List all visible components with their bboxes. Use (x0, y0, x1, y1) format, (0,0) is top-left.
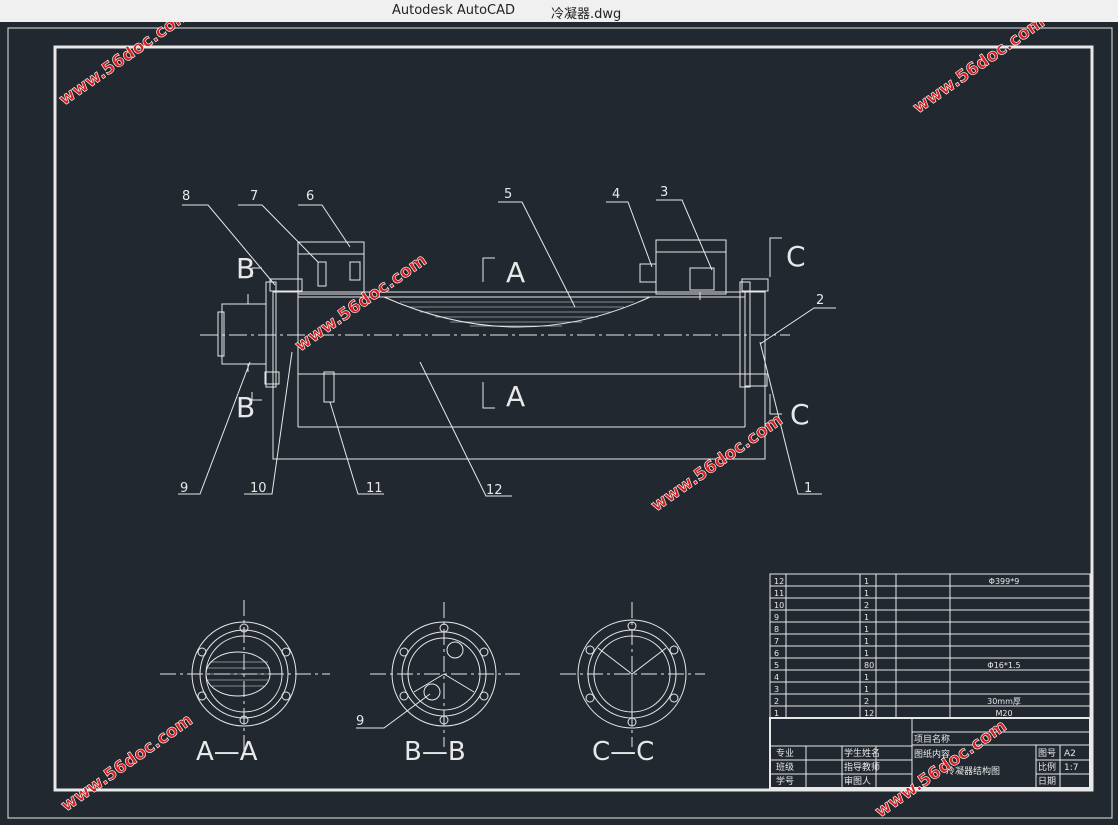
section-mark-b-top: B (236, 252, 255, 285)
parts-row-no: 11 (774, 589, 784, 598)
balloon-10: 10 (250, 481, 267, 496)
parts-row-qty: 1 (864, 685, 869, 694)
title-bar: Autodesk AutoCAD 冷凝器.dwg (0, 0, 1118, 23)
parts-row-no: 1 (774, 709, 779, 718)
parts-row-qty: 1 (864, 577, 869, 586)
parts-row-qty: 1 (864, 613, 869, 622)
watermark: www.56doc.com (55, 22, 194, 110)
drawing-canvas[interactable]: 8 7 6 5 4 3 2 1 9 10 11 12 9 A A B B C C… (0, 4, 1118, 822)
main-elevation-view (200, 239, 790, 460)
balloon-3: 3 (660, 185, 668, 200)
parts-row-no: 7 (774, 637, 779, 646)
section-cut-marks (251, 237, 782, 415)
parts-row-qty: 1 (864, 649, 869, 658)
balloon-1: 1 (804, 481, 812, 496)
scale-label: 比例 (1038, 761, 1056, 773)
parts-row-spec: 30mm厚 (987, 697, 1021, 706)
section-mark-c-top: C (786, 240, 806, 273)
parts-row-no: 8 (774, 625, 779, 634)
student-name-label: 学生姓名 (844, 747, 880, 759)
parts-row-qty: 1 (864, 637, 869, 646)
project-name-label: 项目名称 (914, 733, 950, 745)
section-label-b-b: B—B (404, 737, 466, 767)
parts-row-spec: Φ399*9 (989, 577, 1020, 586)
parts-row-no: 12 (774, 577, 784, 586)
app-title: Autodesk AutoCAD (392, 3, 516, 18)
reviewer-label: 审图人 (844, 775, 871, 787)
parts-row-qty: 80 (864, 661, 874, 670)
balloon-2: 2 (816, 293, 824, 308)
parts-row-no: 6 (774, 649, 779, 658)
watermark: www.56doc.com (909, 22, 1048, 118)
balloon-9: 9 (180, 481, 188, 496)
balloon-12: 12 (486, 483, 503, 498)
student-no-label: 学号 (776, 775, 794, 787)
watermark: www.56doc.com (291, 250, 430, 356)
leader-lines (178, 199, 836, 497)
section-mark-c-bottom: C (790, 398, 810, 431)
parts-row-qty: 1 (864, 673, 869, 682)
parts-row-no: 2 (774, 697, 779, 706)
major-label: 专业 (776, 747, 794, 759)
parts-row-spec: M20 (995, 709, 1012, 718)
cad-drawing[interactable]: 8 7 6 5 4 3 2 1 9 10 11 12 9 A A B B C C… (0, 4, 1118, 822)
watermark: www.56doc.com (647, 410, 786, 516)
section-label-a-a: A—A (196, 737, 258, 767)
parts-row-no: 4 (774, 673, 779, 682)
balloon-8: 8 (182, 189, 190, 204)
section-mark-a-top: A (506, 256, 525, 289)
sheet-label: 图号 (1038, 748, 1056, 759)
section-label-c-c: C—C (592, 737, 654, 767)
parts-row-qty: 1 (864, 589, 869, 598)
section-a-a (160, 600, 330, 750)
class-label: 班级 (776, 761, 794, 773)
parts-row-spec: Φ16*1.5 (987, 661, 1020, 670)
parts-list-grid (769, 573, 1091, 719)
balloon-6: 6 (306, 189, 314, 204)
parts-row-qty: 2 (864, 601, 869, 610)
section-b-b (356, 602, 520, 747)
drawing-title: 冷凝器结构图 (946, 765, 1000, 777)
parts-row-no: 3 (774, 685, 779, 694)
parts-row-qty: 2 (864, 697, 869, 706)
outer-border (7, 27, 1113, 819)
balloon-4: 4 (612, 187, 620, 202)
parts-row-no: 10 (774, 601, 784, 610)
sheet-value: A2 (1064, 749, 1076, 759)
parts-row-no: 5 (774, 661, 779, 670)
date-label: 日期 (1038, 776, 1056, 787)
section-mark-b-bottom: B (236, 391, 255, 424)
balloon-11: 11 (366, 481, 383, 496)
advisor-label: 指导教师 (844, 761, 880, 773)
section-c-c (560, 602, 705, 747)
title-block-grid (769, 717, 1091, 789)
parts-row-no: 9 (774, 613, 779, 622)
section-mark-a-bottom: A (506, 380, 525, 413)
inner-border (53, 45, 1094, 792)
watermark: www.56doc.com (57, 710, 196, 816)
scale-value: 1:7 (1064, 763, 1078, 773)
file-name: 冷凝器.dwg (551, 7, 622, 22)
parts-row-qty: 12 (864, 709, 874, 718)
section-b-balloon: 9 (356, 714, 364, 729)
tube-hatching (400, 301, 634, 327)
drawing-content-label: 图纸内容 (914, 748, 950, 760)
parts-row-qty: 1 (864, 625, 869, 634)
balloon-7: 7 (250, 189, 258, 204)
balloon-5: 5 (504, 187, 512, 202)
